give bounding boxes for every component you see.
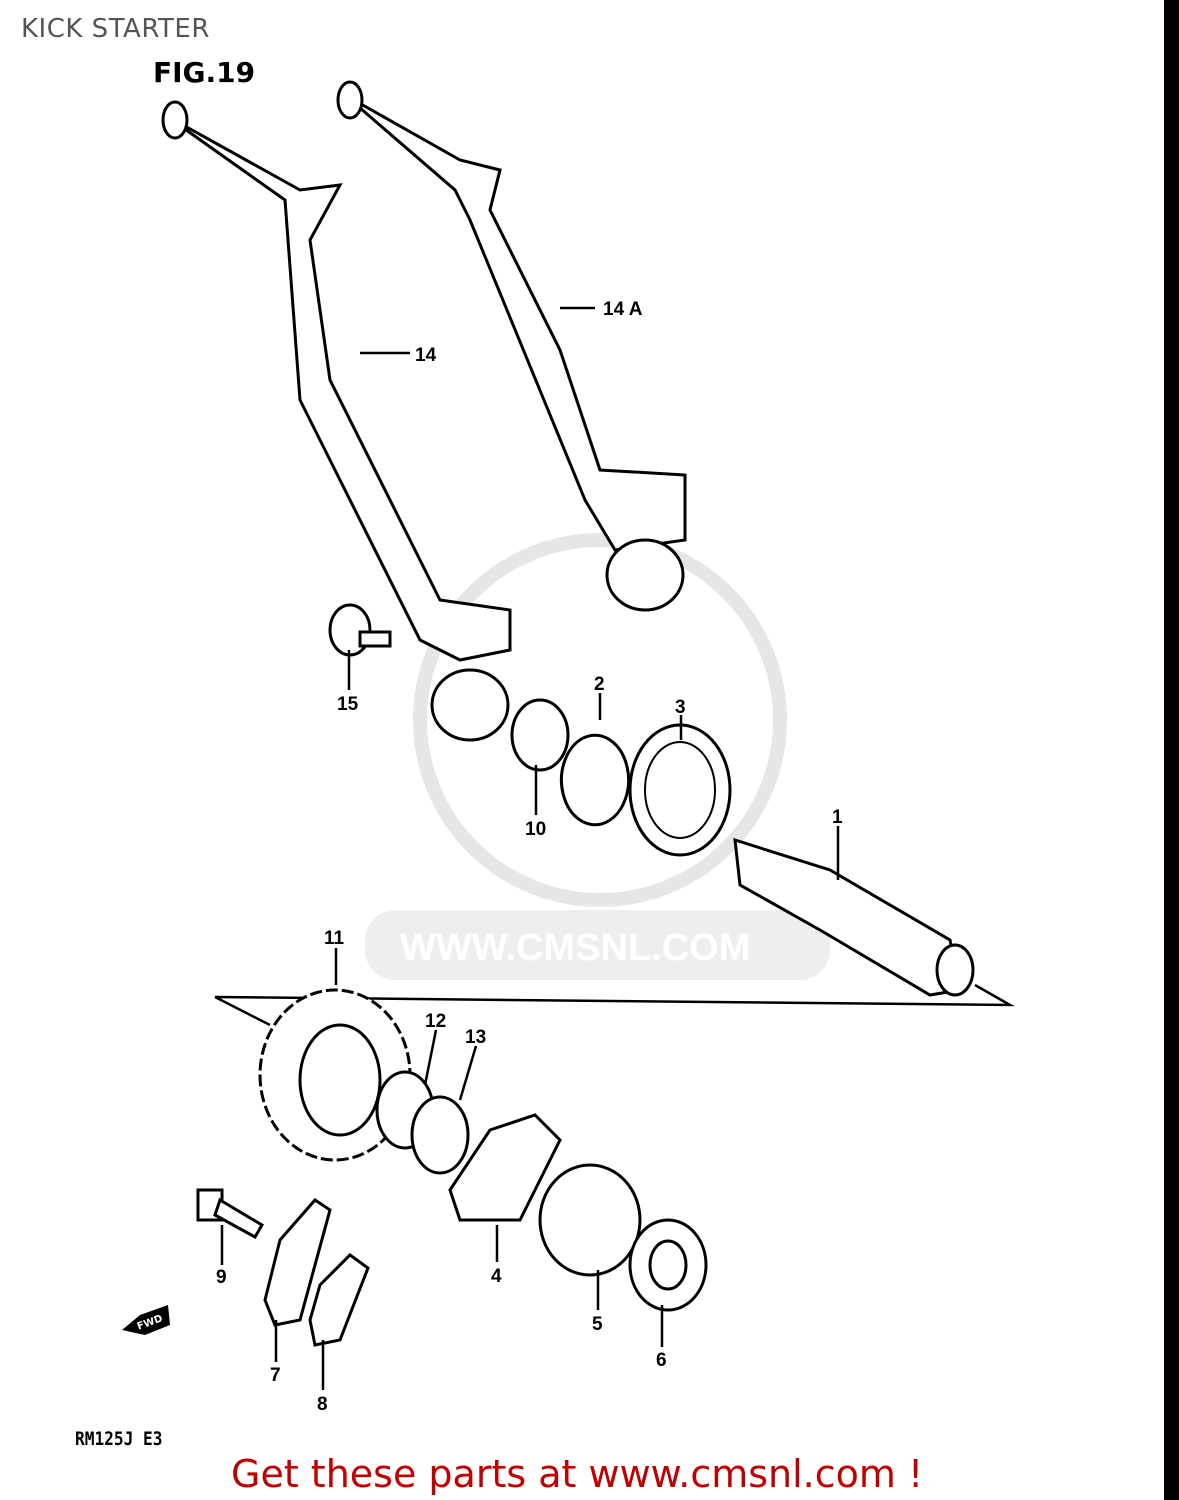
washer-6[interactable]	[628, 1218, 708, 1312]
label-14: 14	[415, 345, 437, 366]
watermark-text: WWW.CMSNL.COM	[400, 927, 750, 969]
label-10: 10	[525, 819, 546, 840]
label-2: 2	[594, 674, 605, 695]
bolt-9[interactable]	[196, 1188, 265, 1240]
label-4: 4	[491, 1266, 502, 1287]
shaft-1[interactable]	[733, 837, 975, 997]
return-spring-3[interactable]	[628, 723, 732, 857]
label-3: 3	[675, 697, 686, 718]
right-edge-bar	[1164, 0, 1179, 1500]
plate-7[interactable]	[263, 1198, 332, 1327]
label-9: 9	[216, 1267, 227, 1288]
plate-8[interactable]	[308, 1253, 370, 1347]
label-6: 6	[656, 1350, 667, 1371]
label-1: 1	[832, 807, 843, 828]
spring-5[interactable]	[538, 1163, 642, 1277]
gear-11[interactable]	[258, 988, 412, 1162]
kick-lever-14a[interactable]	[336, 80, 687, 612]
bolt-15[interactable]	[328, 603, 392, 657]
kick-lever-14[interactable]	[161, 100, 512, 742]
label-8: 8	[317, 1394, 328, 1415]
fwd-arrow-icon: FWD	[122, 1305, 170, 1335]
label-13: 13	[465, 1027, 486, 1048]
label-5: 5	[592, 1314, 603, 1335]
label-7: 7	[270, 1365, 281, 1386]
label-11: 11	[324, 928, 345, 949]
label-14a: 14 A	[603, 299, 643, 320]
label-12: 12	[425, 1011, 446, 1032]
oil-seal-10[interactable]	[510, 698, 570, 772]
figure-number: FIG.19	[153, 56, 256, 89]
promo-link[interactable]: Get these parts at www.cmsnl.com !	[231, 1452, 924, 1496]
label-15: 15	[337, 694, 359, 715]
guide-2[interactable]	[559, 733, 631, 827]
watermark-logo: WWW.CMSNL.COM	[365, 533, 830, 980]
circlip-13[interactable]	[410, 1095, 470, 1175]
model-code: RM125J E3	[75, 1428, 163, 1450]
page-title: KICK STARTER	[21, 14, 210, 44]
drive-4[interactable]	[448, 1113, 562, 1222]
